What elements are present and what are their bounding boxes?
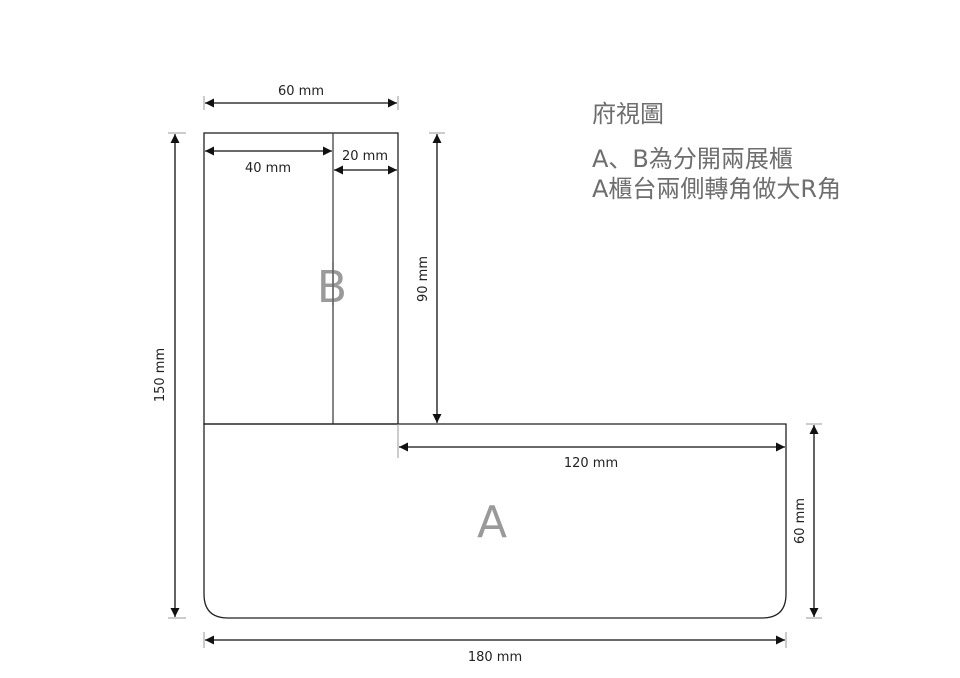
dimension-b-left-width: 40 mm — [205, 146, 332, 176]
dimension-a-depth: 60 mm — [793, 423, 822, 619]
dimension-a-right-length: 120 mm — [397, 424, 785, 471]
dimension-b-left-width-label: 40 mm — [245, 161, 291, 176]
notes-panel: 府視圖 A、B為分開兩展櫃 A櫃台兩側轉角做大R角 — [592, 98, 841, 204]
dimension-total-width: 180 mm — [203, 632, 787, 665]
note-line: A、B為分開兩展櫃 — [592, 145, 793, 173]
dimension-total-height-label: 150 mm — [153, 348, 168, 402]
dimension-a-right-length-label: 120 mm — [564, 456, 618, 471]
dimension-b-right-width-label: 20 mm — [342, 149, 388, 164]
cabinet-a-outline — [203, 423, 787, 619]
dimension-top-width-label: 60 mm — [278, 84, 324, 99]
dimension-top-width: 60 mm — [203, 84, 399, 110]
dimension-total-height: 150 mm — [153, 132, 186, 619]
cabinet-b-label: B — [317, 262, 347, 313]
cabinet-b-outline — [203, 132, 399, 425]
cabinet-b: B — [203, 132, 399, 425]
dimension-a-depth-label: 60 mm — [793, 498, 808, 544]
dimension-total-width-label: 180 mm — [468, 650, 522, 665]
dimension-b-height: 90 mm — [416, 132, 445, 423]
cabinet-a-label: A — [477, 497, 507, 548]
cabinet-a: A — [203, 423, 787, 619]
note-line: A櫃台兩側轉角做大R角 — [592, 175, 842, 203]
dimension-b-height-label: 90 mm — [416, 256, 431, 302]
dimension-b-right-width: 20 mm — [334, 149, 397, 175]
view-title: 府視圖 — [592, 100, 664, 128]
